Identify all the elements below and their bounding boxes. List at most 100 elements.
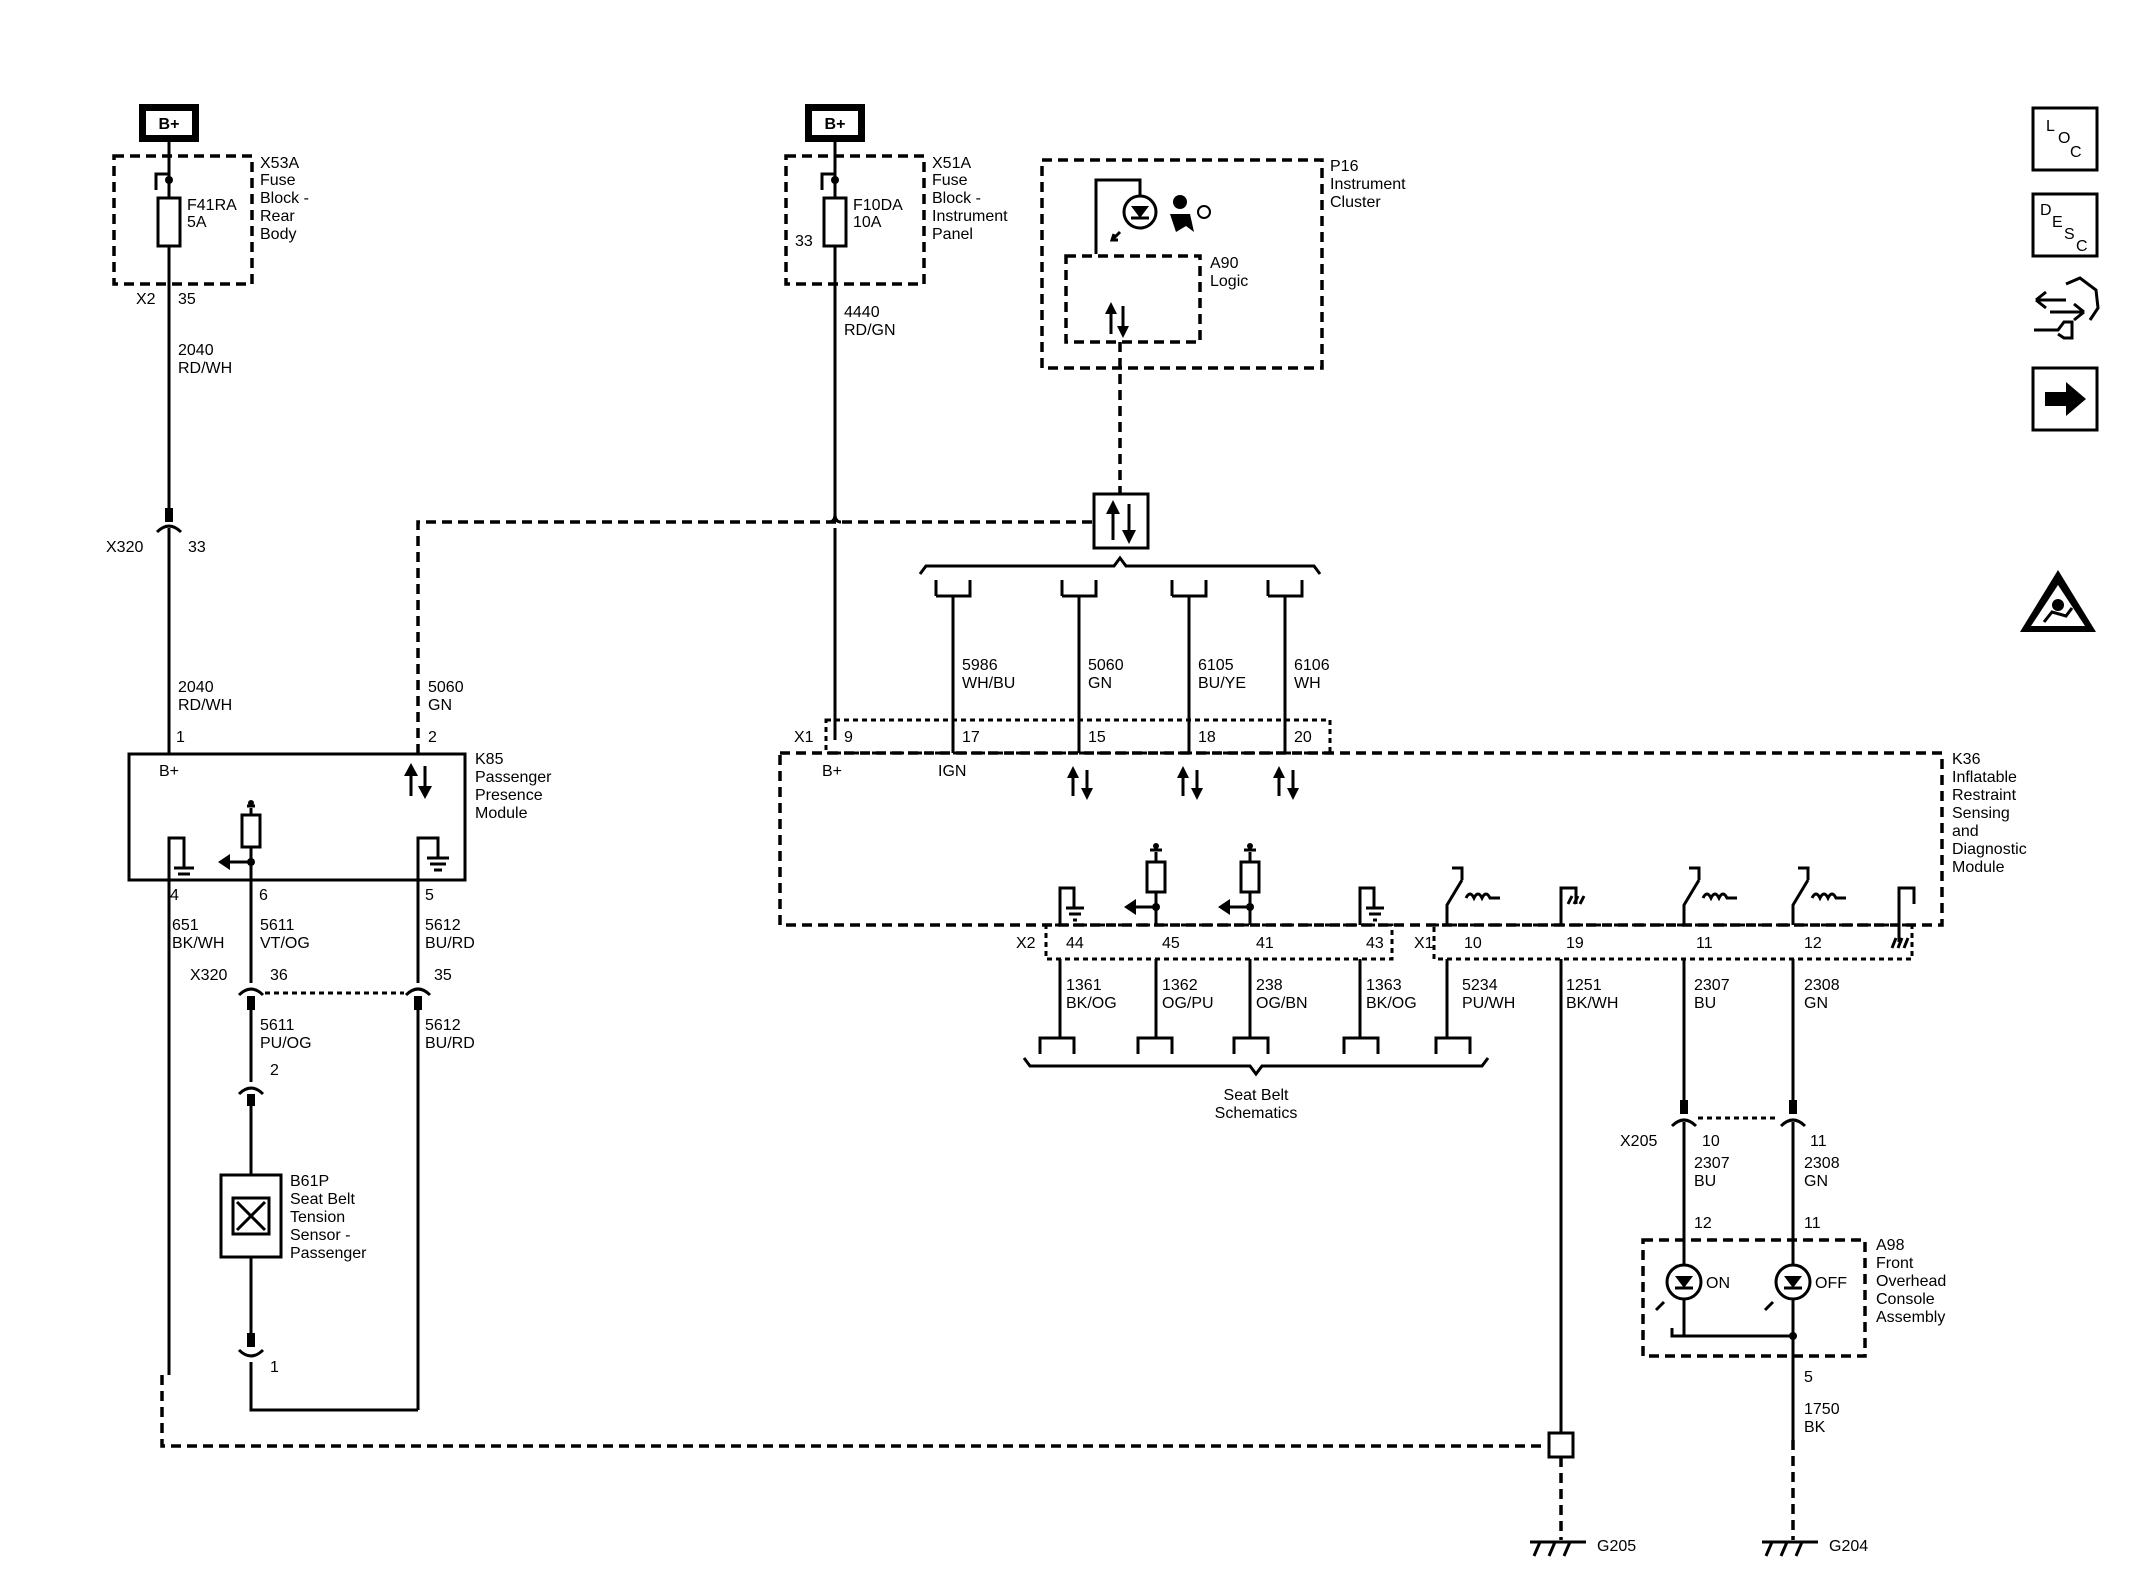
- svg-text:E: E: [2052, 214, 2063, 231]
- svg-text:WH/BU: WH/BU: [962, 675, 1015, 692]
- svg-text:L: L: [2046, 118, 2055, 135]
- pin-10-wire-5234: 10 5234 PU/WH: [1434, 935, 1515, 1054]
- svg-text:X1: X1: [1414, 935, 1434, 952]
- data-arrows-20-icon: [1273, 766, 1299, 800]
- svg-text:Sensor -: Sensor -: [290, 1227, 350, 1244]
- svg-text:5060: 5060: [1088, 657, 1124, 674]
- svg-text:Restraint: Restraint: [1952, 787, 2017, 804]
- ground-dashed-shield: [160, 1375, 1545, 1448]
- svg-text:Module: Module: [1952, 859, 2005, 876]
- svg-text:41: 41: [1256, 935, 1274, 952]
- connector-x205: X205 10 11 2307 BU 2308 GN: [1620, 1100, 1840, 1264]
- svg-text:9: 9: [844, 729, 853, 746]
- svg-text:OG/PU: OG/PU: [1162, 995, 1214, 1012]
- svg-text:X320: X320: [106, 539, 143, 556]
- svg-text:Fuse: Fuse: [932, 172, 968, 189]
- svg-text:10: 10: [1464, 935, 1482, 952]
- wire-2040-upper-circuit: 2040: [178, 342, 214, 359]
- airbag-person-icon: [1170, 195, 1211, 232]
- serial-data-arrows-icon: [404, 763, 432, 799]
- svg-text:5234: 5234: [1462, 977, 1498, 994]
- svg-text:45: 45: [1162, 935, 1180, 952]
- svg-text:Module: Module: [475, 805, 528, 822]
- svg-text:Block -: Block -: [932, 190, 981, 207]
- fuse-f10da-icon: [822, 196, 848, 248]
- svg-text:1: 1: [176, 729, 185, 746]
- svg-text:Diagnostic: Diagnostic: [1952, 841, 2027, 858]
- svg-text:2: 2: [428, 729, 437, 746]
- svg-text:A90: A90: [1210, 255, 1239, 272]
- svg-text:6105: 6105: [1198, 657, 1234, 674]
- wire-1750-color: BK: [1804, 1419, 1826, 1436]
- bus-wire-6106: 6106 WH 20: [1266, 580, 1330, 753]
- svg-text:X320: X320: [190, 967, 227, 984]
- wire-5612-bot-color: BU/RD: [425, 1035, 475, 1052]
- svg-text:19: 19: [1566, 935, 1584, 952]
- svg-text:1362: 1362: [1162, 977, 1198, 994]
- svg-text:18: 18: [1198, 729, 1216, 746]
- svg-text:43: 43: [1366, 935, 1384, 952]
- svg-text:BU: BU: [1694, 1173, 1716, 1190]
- bplus-right: B+: [805, 104, 865, 142]
- svg-text:10: 10: [1702, 1133, 1720, 1150]
- desc-icon[interactable]: D E S C: [2031, 192, 2099, 258]
- svg-text:B+: B+: [825, 116, 846, 133]
- svg-text:1251: 1251: [1566, 977, 1602, 994]
- svg-text:O: O: [2058, 130, 2070, 147]
- svg-text:F41RA: F41RA: [187, 197, 237, 214]
- serial-data-splice-icon: [1092, 492, 1150, 550]
- seat-belt-label-line2: Schematics: [1215, 1105, 1298, 1122]
- svg-text:BU: BU: [1694, 995, 1716, 1012]
- svg-text:6106: 6106: [1294, 657, 1330, 674]
- svg-text:Panel: Panel: [932, 226, 973, 243]
- svg-text:B+: B+: [822, 763, 842, 780]
- wire-5612-top-circuit: 5612: [425, 917, 461, 934]
- data-arrows-18-icon: [1177, 766, 1203, 800]
- wire-4440-color: RD/GN: [844, 322, 896, 339]
- svg-text:Overhead: Overhead: [1876, 1273, 1946, 1290]
- pin-41-wire-238: 41 238 OG/BN: [1232, 935, 1308, 1054]
- p16-instrument-cluster: P16 Instrument Cluster A90 Logic: [1040, 158, 1406, 370]
- svg-text:X205: X205: [1620, 1133, 1657, 1150]
- svg-text:IGN: IGN: [938, 763, 966, 780]
- svg-text:2: 2: [270, 1062, 279, 1079]
- svg-text:10A: 10A: [853, 214, 882, 231]
- svg-text:Fuse: Fuse: [260, 172, 296, 189]
- bus-wire-5986: 5986 WH/BU 17: [934, 580, 1015, 753]
- svg-text:2308: 2308: [1804, 977, 1840, 994]
- svg-text:17: 17: [962, 729, 980, 746]
- svg-text:Body: Body: [260, 226, 296, 243]
- svg-text:Passenger: Passenger: [290, 1245, 367, 1262]
- wire-2040-lower-color: RD/WH: [178, 697, 232, 714]
- connector-repair-icon[interactable]: [2034, 276, 2100, 340]
- bus-wire-6105: 6105 BU/YE 18: [1170, 580, 1246, 753]
- svg-text:Logic: Logic: [1210, 273, 1248, 290]
- svg-text:1363: 1363: [1366, 977, 1402, 994]
- wire-2040-lower-circuit: 2040: [178, 679, 214, 696]
- svg-text:F10DA: F10DA: [853, 197, 903, 214]
- seat-belt-label-line1: Seat Belt: [1224, 1087, 1289, 1104]
- svg-text:Front: Front: [1876, 1255, 1914, 1272]
- svg-text:Cluster: Cluster: [1330, 194, 1381, 211]
- k85-passenger-presence-module: 1 2 B+ K85 Passenger Presence Module 4 6…: [127, 729, 552, 904]
- next-page-arrow-icon[interactable]: [2031, 366, 2099, 432]
- wire-4440-circuit: 4440: [844, 304, 880, 321]
- svg-text:1361: 1361: [1066, 977, 1102, 994]
- connector-x320-33: X320 33: [106, 508, 206, 556]
- svg-text:35: 35: [178, 291, 196, 308]
- svg-text:Sensing: Sensing: [1952, 805, 2010, 822]
- svg-text:2307: 2307: [1694, 1155, 1730, 1172]
- wire-2040-upper-color: RD/WH: [178, 360, 232, 377]
- svg-text:Block -: Block -: [260, 190, 309, 207]
- svg-text:GN: GN: [1804, 1173, 1828, 1190]
- svg-text:Presence: Presence: [475, 787, 543, 804]
- svg-text:GN: GN: [1804, 995, 1828, 1012]
- loc-icon[interactable]: L O C: [2031, 106, 2099, 172]
- svg-text:C: C: [2070, 144, 2082, 161]
- svg-text:PU/WH: PU/WH: [1462, 995, 1515, 1012]
- svg-text:X2: X2: [136, 291, 156, 308]
- svg-text:Tension: Tension: [290, 1209, 345, 1226]
- wire-5060-left-color: GN: [428, 697, 452, 714]
- svg-text:2308: 2308: [1804, 1155, 1840, 1172]
